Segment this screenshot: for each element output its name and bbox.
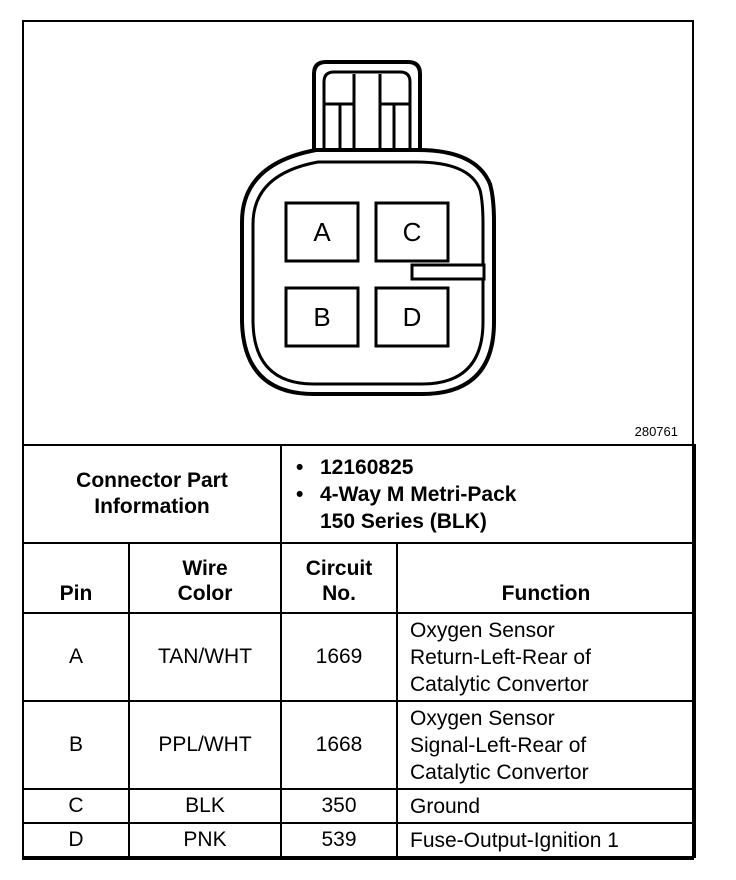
connector-table: Connector Part Information • 12160825 • …	[22, 444, 697, 858]
cavity-a	[284, 201, 360, 263]
table-row: D PNK 539 Fuse-Output-Ignition 1	[22, 822, 697, 858]
connector-description: • 4-Way M Metri-Pack 150 Series (BLK)	[296, 483, 517, 533]
cavity-c	[374, 201, 450, 263]
pin-cell: D	[22, 822, 130, 858]
cavity-b	[284, 286, 360, 348]
header-wire-color: Wire Color	[128, 542, 282, 614]
connector-drawing	[240, 60, 496, 396]
connector-info-value: • 12160825 • 4-Way M Metri-Pack 150 Seri…	[279, 444, 697, 544]
pin-cell: C	[22, 788, 130, 824]
wire-color-cell: PNK	[128, 822, 282, 858]
header-function: Function	[395, 542, 697, 614]
cavity-d	[374, 286, 450, 348]
key-slot	[410, 263, 486, 281]
pin-b-label: B	[313, 301, 331, 332]
table-row: A TAN/WHT 1669 Oxygen Sensor Return-Left…	[22, 612, 697, 702]
table-row: C BLK 350 Ground	[22, 788, 697, 824]
pin-c-label: C	[402, 216, 422, 247]
figure-id: 280761	[634, 424, 678, 439]
part-number: • 12160825	[296, 456, 414, 479]
circuit-cell: 1669	[280, 612, 398, 702]
connector-diagram: A C B D 280761	[24, 22, 692, 444]
table-row: B PPL/WHT 1668 Oxygen Sensor Signal-Left…	[22, 700, 697, 790]
circuit-cell: 350	[280, 788, 398, 824]
wire-color-cell: TAN/WHT	[128, 612, 282, 702]
connector-sheet: A C B D 280761 Connector Part Informatio…	[22, 20, 697, 860]
function-cell: Oxygen Sensor Return-Left-Rear of Cataly…	[395, 612, 697, 702]
connector-info-label: Connector Part Information	[22, 444, 282, 544]
pin-a-label: A	[313, 216, 331, 247]
pin-cell: B	[22, 700, 130, 790]
circuit-cell: 1668	[280, 700, 398, 790]
table-header-row: Pin Wire Color Circuit No. Function	[22, 542, 697, 614]
header-pin: Pin	[22, 542, 130, 614]
function-cell: Oxygen Sensor Signal-Left-Rear of Cataly…	[395, 700, 697, 790]
pin-d-label: D	[402, 301, 422, 332]
pin-cell: A	[22, 612, 130, 702]
function-cell: Ground	[395, 788, 697, 824]
function-cell: Fuse-Output-Ignition 1	[395, 822, 697, 858]
connector-info-row: Connector Part Information • 12160825 • …	[22, 444, 697, 544]
wire-color-cell: PPL/WHT	[128, 700, 282, 790]
wire-color-cell: BLK	[128, 788, 282, 824]
header-circuit: Circuit No.	[280, 542, 398, 614]
circuit-cell: 539	[280, 822, 398, 858]
